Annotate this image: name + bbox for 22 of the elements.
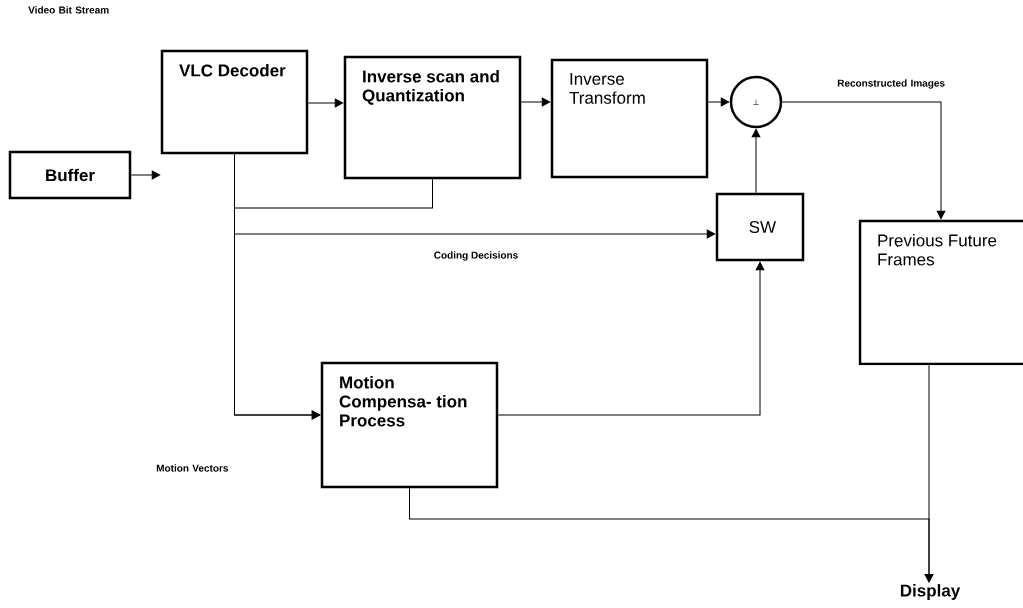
arrow bbox=[234, 153, 321, 420]
edge-label: Motion Vectors bbox=[156, 464, 229, 472]
input-label: Video Bit Stream bbox=[28, 6, 109, 14]
process-box: Inverse Transform bbox=[550, 58, 709, 179]
edge-label: Reconstructed Images bbox=[837, 79, 945, 89]
arrow bbox=[409, 487, 934, 583]
arrow bbox=[130, 170, 161, 180]
process-box: Previous Future Frames bbox=[858, 219, 1023, 366]
arrow bbox=[751, 128, 761, 194]
arrow bbox=[707, 97, 730, 107]
process-box: SW bbox=[715, 192, 805, 262]
output-label: Display bbox=[900, 584, 961, 600]
process-box: VLC Decoder bbox=[160, 49, 309, 155]
edge-label: Coding Decisions bbox=[434, 251, 518, 261]
process-box: Buffer bbox=[8, 150, 132, 200]
summing-junction: ⊥ bbox=[729, 75, 783, 129]
arrow bbox=[497, 261, 765, 416]
arrow bbox=[781, 101, 946, 220]
arrow bbox=[520, 97, 551, 107]
process-box: Inverse scan and Quantization bbox=[343, 55, 522, 180]
arrow bbox=[307, 98, 344, 108]
process-box: Motion Compensa- tion Process bbox=[320, 361, 499, 489]
